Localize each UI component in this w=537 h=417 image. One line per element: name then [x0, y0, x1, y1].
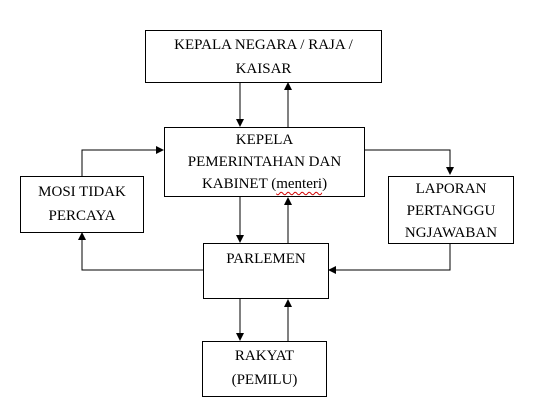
accountability-report-label: LAPORAN PERTANGGU NGJAWABAN — [389, 178, 513, 244]
accountability-report-line-1: LAPORAN — [415, 181, 487, 197]
arrow-report-to-parliament — [328, 244, 451, 274]
head-of-state-box: KEPALA NEGARA / RAJA / KAISAR — [145, 30, 382, 83]
government-line-3: KABINET (menteri) — [165, 173, 364, 195]
government-line-3-word: menteri — [276, 176, 323, 192]
head-of-state-line-2: KAISAR — [235, 61, 292, 77]
government-box: KEPELA PEMERINTAHAN DAN KABINET (menteri… — [164, 127, 365, 197]
arrow-noconfidence-to-government — [81, 146, 164, 176]
head-of-state-label: KEPALA NEGARA / RAJA / KAISAR — [146, 33, 381, 81]
arrow-government-to-report — [365, 149, 454, 175]
parliament-box: PARLEMEN — [203, 243, 329, 299]
arrow-parliament-to-noconfidence — [78, 232, 203, 271]
parliament-label: PARLEMEN — [226, 251, 306, 267]
people-box: RAKYAT (PEMILU) — [202, 341, 327, 397]
no-confidence-line-1: MOSI TIDAK — [38, 184, 126, 200]
accountability-report-box: LAPORAN PERTANGGU NGJAWABAN — [388, 176, 514, 244]
people-label: RAKYAT (PEMILU) — [203, 344, 326, 392]
government-line-1: KEPELA — [235, 132, 294, 148]
no-confidence-line-2: PERCAYA — [48, 208, 116, 224]
head-of-state-line-1: KEPALA NEGARA / RAJA / — [174, 37, 353, 53]
government-line-3-suffix: ) — [322, 176, 328, 192]
government-line-3-prefix: KABINET ( — [201, 176, 277, 192]
government-label: KEPELA PEMERINTAHAN DAN KABINET (menteri… — [165, 129, 364, 195]
people-line-1: RAKYAT — [234, 348, 295, 364]
no-confidence-label: MOSI TIDAK PERCAYA — [21, 180, 143, 228]
accountability-report-line-3: NGJAWABAN — [404, 225, 498, 241]
people-line-2: (PEMILU) — [231, 372, 298, 388]
no-confidence-box: MOSI TIDAK PERCAYA — [20, 176, 144, 233]
accountability-report-line-2: PERTANGGU — [406, 203, 496, 219]
government-line-2: PEMERINTAHAN DAN — [187, 154, 342, 170]
